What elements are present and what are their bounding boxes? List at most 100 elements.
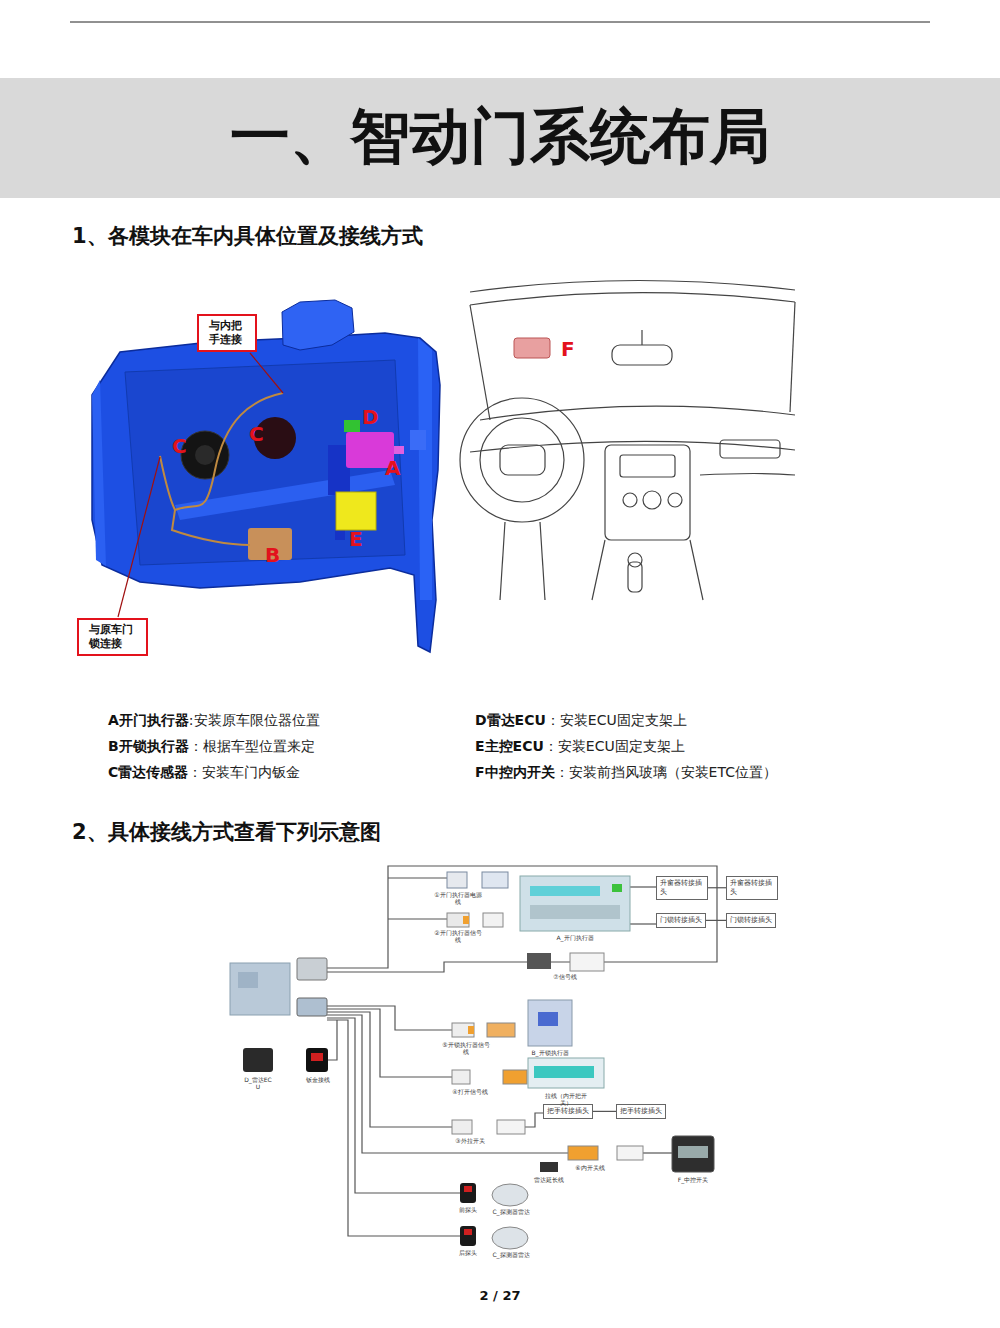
main-ecu-image [230, 963, 290, 1015]
adapter-plug-box: 升窗器转接插头 [726, 876, 778, 900]
center-switch-image [672, 1136, 714, 1172]
adapter-plug-box: 把手转接插头 [616, 1104, 666, 1119]
component-caption: ①开门执行器电源线 [433, 891, 483, 905]
part-note: ：根据车型位置来定 [189, 738, 315, 755]
box-text: 把手转接插头 [547, 1107, 589, 1116]
callout-letter: C [172, 434, 187, 458]
open-actuator-image [520, 876, 630, 931]
wire [388, 918, 447, 919]
rear-mirror [612, 345, 672, 365]
component-caption: 钣金接线 [306, 1076, 330, 1083]
actuator-part [530, 886, 600, 896]
component-caption: B_开锁执行器 [531, 1049, 568, 1056]
connector-pin [468, 1026, 474, 1034]
adapter-plug-box: 门锁转接插头 [726, 913, 776, 928]
component-caption: ⑤开锁执行器信号线 [441, 1041, 491, 1055]
callout-box: 与原车门锁连接 [77, 618, 148, 656]
callout-letter: A [385, 456, 400, 480]
air-vent [720, 440, 780, 458]
radar-sensor [181, 431, 229, 479]
part-name: F中控内开关 [475, 764, 555, 781]
connector-icon [297, 958, 327, 980]
connector-pin [311, 1053, 323, 1061]
component-caption: 后探头 [459, 1249, 477, 1256]
callout-letter: E [349, 527, 363, 551]
door-bump [410, 430, 426, 450]
component-caption: 前探头 [459, 1206, 477, 1213]
probe-icon [460, 1226, 476, 1246]
part-note: ：安装ECU固定支架上 [544, 738, 685, 755]
callout-letter: F [561, 337, 575, 361]
component-caption: 雷达延长线 [534, 1176, 564, 1183]
sheet-metal-connector [306, 1048, 328, 1072]
a-pillar [470, 305, 490, 420]
page-title: 一、智动门系统布局 [0, 100, 1000, 172]
box-text: 与内把手连接 [209, 319, 245, 347]
component-caption: 拉线（内开把开关） [541, 1092, 591, 1106]
section-heading: 1、各模块在车内具体位置及接线方式 [72, 224, 423, 249]
connector-icon [447, 913, 469, 927]
door-edge [92, 380, 106, 566]
connector-icon [482, 872, 508, 888]
actuator-part [612, 884, 622, 892]
steering-wheel [460, 398, 584, 522]
unlock-actuator-image [528, 1000, 572, 1046]
component-caption: F_中控开关 [678, 1176, 708, 1183]
actuator-part [530, 905, 620, 919]
shifter-knob [628, 553, 642, 567]
box-text: 把手转接插头 [620, 1107, 662, 1116]
mirror-stem [641, 330, 642, 345]
connector-icon [447, 872, 467, 888]
glovebox-line [700, 474, 795, 476]
steering-wheel-inner [480, 418, 564, 502]
adapter-plug-box: 把手转接插头 [543, 1104, 593, 1119]
main-ecu [336, 492, 376, 530]
switch-part [678, 1146, 708, 1158]
wire [525, 1113, 543, 1127]
part-note: ：安装ECU固定支架上 [546, 712, 687, 729]
radar-sensor-core [195, 445, 215, 465]
side-mirror [282, 300, 354, 350]
dash-line [470, 441, 795, 452]
header-rule [70, 22, 930, 23]
steering-column [540, 522, 545, 600]
extension-icon [540, 1162, 558, 1172]
a-pillar [790, 302, 795, 412]
wire [327, 1009, 452, 1077]
windshield-top [470, 293, 795, 305]
radar-ecu [344, 420, 360, 432]
radar-ecu-icon [243, 1048, 273, 1072]
connector-icon [487, 1023, 515, 1037]
connector-icon [452, 1023, 474, 1037]
part-name: D雷达ECU [475, 712, 546, 729]
leader-line [118, 457, 160, 617]
cable [172, 393, 283, 545]
roof-line [470, 280, 795, 292]
probe-pin [464, 1186, 472, 1192]
component-caption: ③外拉开关 [455, 1137, 484, 1144]
wire-connector [593, 1111, 616, 1112]
door-frame [418, 338, 432, 600]
cable [160, 456, 175, 510]
component-caption: D_雷达ECU [243, 1076, 273, 1090]
console [592, 540, 703, 600]
part-name: C雷达传感器 [108, 764, 188, 781]
connector-icon [503, 1070, 527, 1084]
adapter-plug-box: 门锁转接插头 [656, 913, 706, 928]
radar-disk [492, 1184, 528, 1206]
wire [328, 1020, 337, 1060]
box-text: 门锁转接插头 [730, 916, 772, 925]
wire [327, 866, 717, 972]
connector-icon [452, 1120, 472, 1134]
component-caption: ⑥内开关线 [575, 1164, 604, 1171]
wire-connector [706, 920, 726, 921]
wire [643, 1152, 672, 1153]
main-ecu-detail [238, 972, 258, 988]
part-note: ：安装前挡风玻璃（安装ETC位置） [555, 764, 777, 781]
callout-letter: C [249, 422, 264, 446]
component-caption: ⑦信号线 [553, 973, 576, 980]
wiring [327, 866, 717, 1236]
